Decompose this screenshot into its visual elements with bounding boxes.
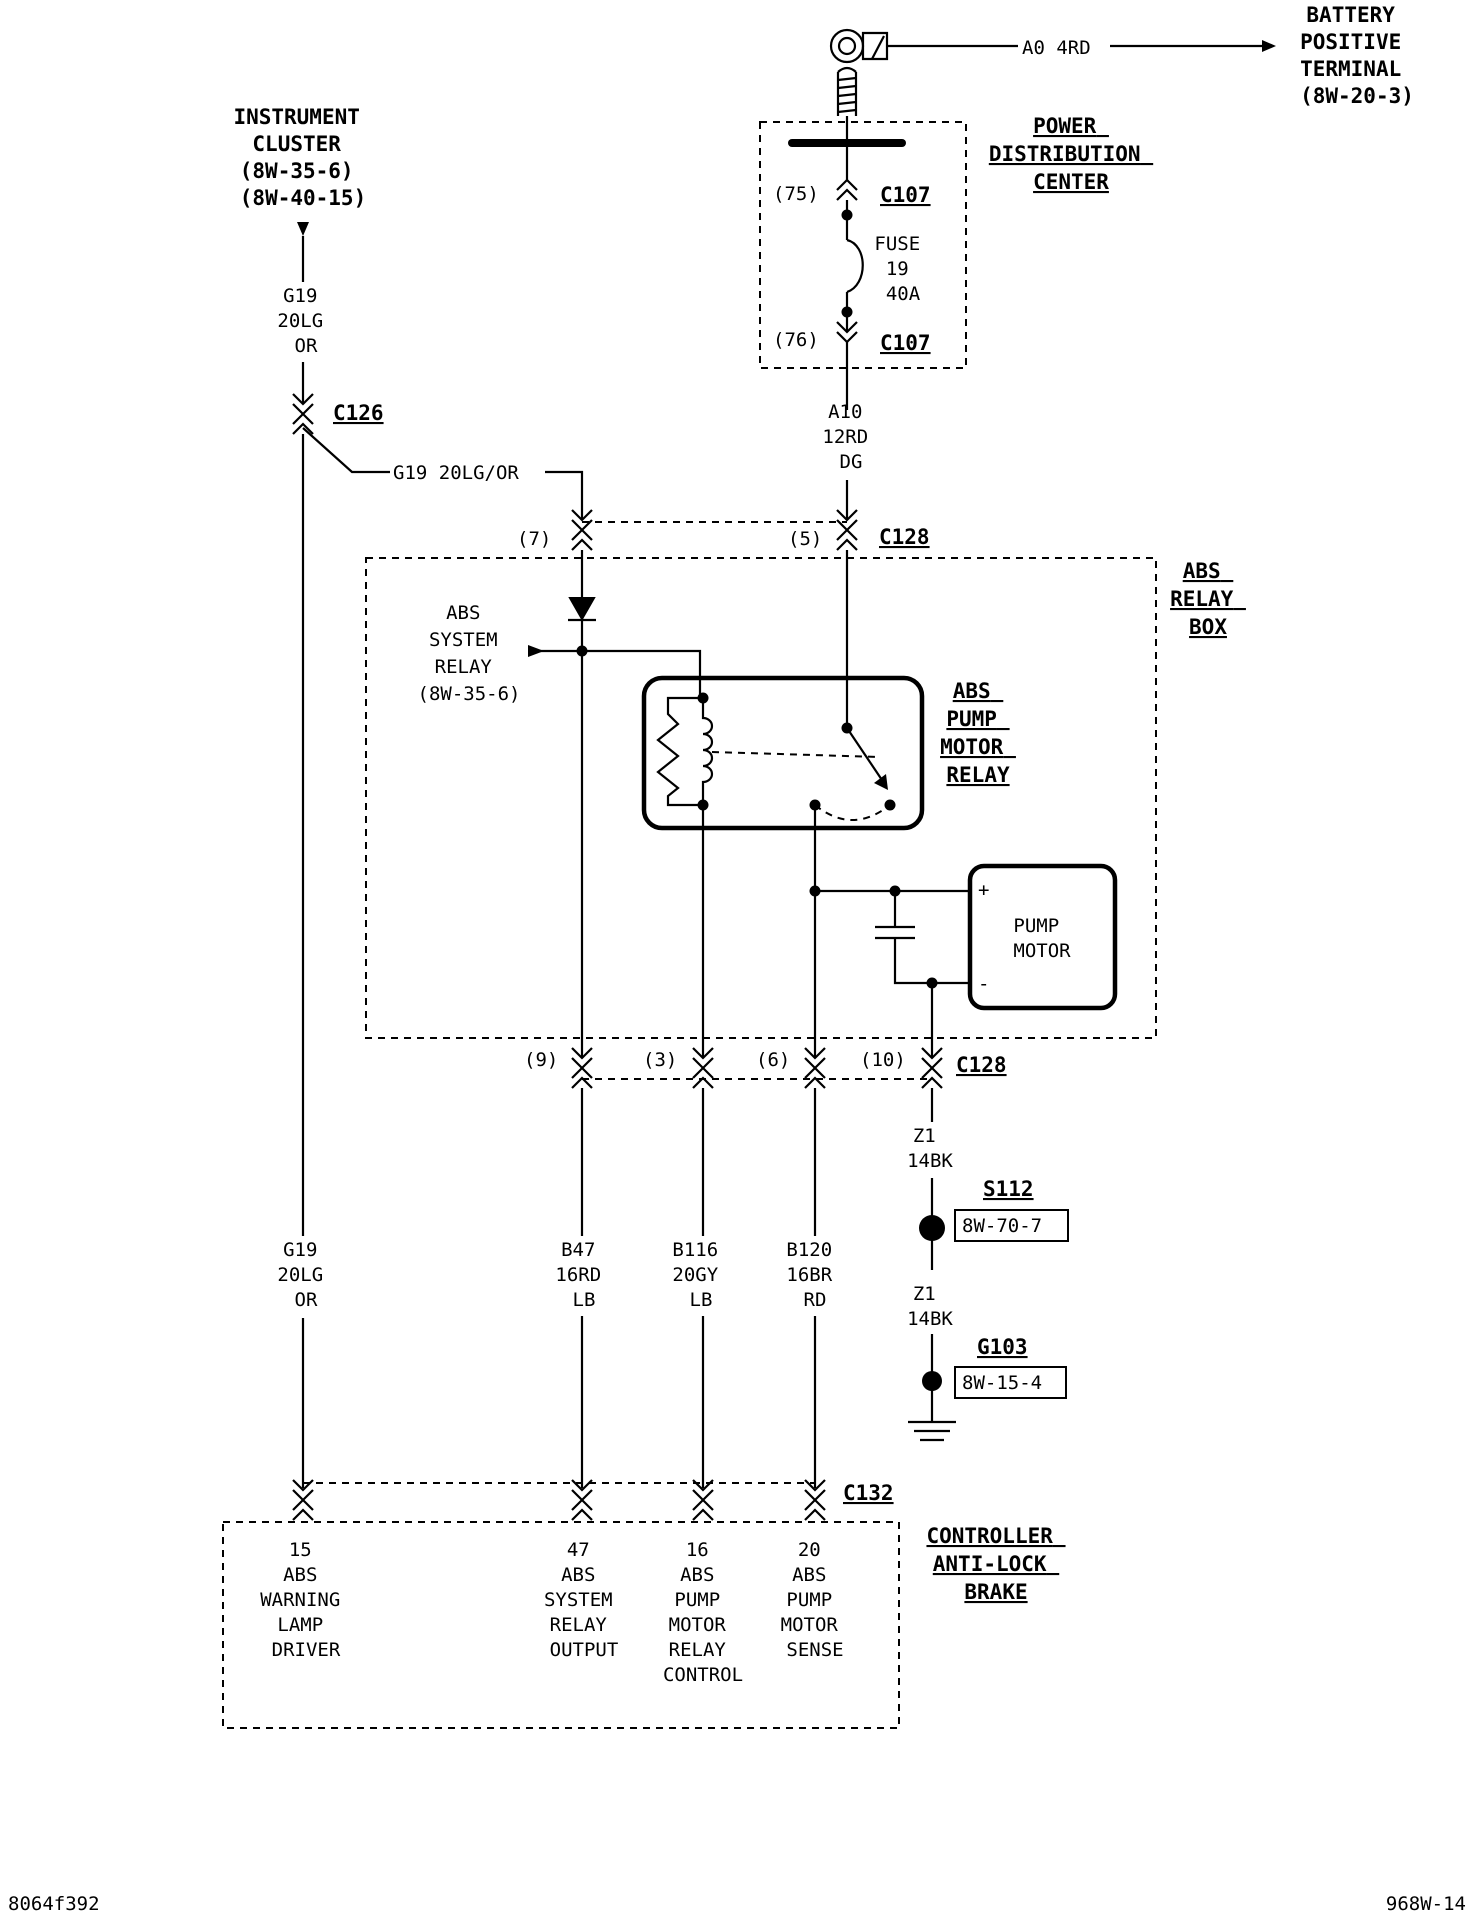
wire-a0-label: A0 4RD (1022, 37, 1091, 59)
c128-pin-3: (3) (643, 1049, 677, 1071)
splice-s112-dot (919, 1215, 945, 1241)
wire-g19-top-label: G19 20LG OR (277, 285, 334, 357)
c128-bottom-label: C128 (956, 1053, 1007, 1077)
controller-box (222, 1521, 900, 1729)
controller-pin-20: 20 ABS PUMP MOTOR SENSE (781, 1539, 850, 1661)
pdc-pin-75: (75) (773, 183, 819, 205)
pdc-box (759, 121, 967, 369)
battery-stud (836, 66, 858, 143)
abs-pump-motor-relay (641, 675, 925, 831)
footer-left-code: 8064f392 (8, 1893, 100, 1915)
controller-pin-15: 15 ABS WARNING LAMP DRIVER (260, 1539, 352, 1661)
battery-terminal-label: BATTERY POSITIVE TERMINAL (8W-20-3) (1300, 3, 1414, 108)
wire-g19-branch-label: G19 20LG/OR (393, 462, 519, 484)
pump-motor-minus: - (978, 973, 989, 995)
relay-resistor-symbol (656, 696, 700, 807)
fuse-19-symbol (846, 238, 864, 294)
ground-g103-dot (922, 1371, 942, 1391)
battery-ring-terminal (829, 28, 889, 64)
pump-motor-label: PUMP MOTOR (1013, 915, 1071, 962)
wire-a10-label: A10 12RD DG (822, 401, 879, 473)
abs-relay-box-label: ABS RELAY BOX (1170, 559, 1246, 639)
relay-coil-symbol (701, 703, 714, 800)
instrument-cluster-label: INSTRUMENT CLUSTER (8W-35-6) (8W-40-15) (233, 105, 372, 210)
wire-z1-lower-label: Z1 14BK (907, 1283, 953, 1330)
controller-label: CONTROLLER ANTI-LOCK BRAKE (926, 1524, 1065, 1604)
pdc-label: POWER DISTRIBUTION CENTER (989, 114, 1153, 194)
controller-pin-16: 16 ABS PUMP MOTOR RELAY CONTROL (663, 1539, 743, 1686)
pdc-pin-76: (76) (773, 329, 819, 351)
ground-g103-ref-box (954, 1366, 1067, 1399)
splice-s112-ref-box (954, 1209, 1069, 1242)
diode-symbol (568, 597, 596, 622)
wire-z1-upper-label: Z1 14BK (907, 1125, 953, 1172)
c128-pin-9: (9) (524, 1049, 558, 1071)
c128-pin-6: (6) (756, 1049, 790, 1071)
pump-motor (967, 863, 1118, 1011)
controller-pin-47: 47 ABS SYSTEM RELAY OUTPUT (544, 1539, 624, 1661)
c128-pin-7: (7) (517, 528, 551, 550)
ground-g103-ref: 8W-15-4 (962, 1372, 1042, 1394)
c107-top-label: C107 (880, 183, 931, 207)
pump-motor-plus: + (978, 879, 989, 901)
abs-relay-box (365, 557, 1157, 1039)
footer-right-code: 968W-14 (1386, 1893, 1466, 1915)
fuse-19-label: FUSE 19 40A (874, 233, 931, 305)
ground-g103-label: G103 (977, 1335, 1028, 1359)
wire-b120-label: B120 16BR RD (786, 1239, 843, 1311)
c126-label: C126 (333, 401, 384, 425)
c128-top-label: C128 (879, 525, 930, 549)
splice-s112-ref: 8W-70-7 (962, 1215, 1042, 1237)
c132-label: C132 (843, 1481, 894, 1505)
wire-b47-label: B47 16RD LB (555, 1239, 612, 1311)
abs-pump-motor-relay-label: ABS PUMP MOTOR RELAY (940, 679, 1016, 787)
wire-b116-label: B116 20GY LB (672, 1239, 729, 1311)
splice-s112-label: S112 (983, 1177, 1034, 1201)
c128-pin-10: (10) (860, 1049, 906, 1071)
wire-g19-bottom-label-overlay: G19 20LG OR (277, 1239, 334, 1311)
c128-pin-5: (5) (788, 528, 822, 550)
abs-system-relay-label: ABS SYSTEM RELAY (8W-35-6) (418, 602, 521, 705)
ground-symbol (908, 1420, 956, 1442)
c107-bottom-label: C107 (880, 331, 931, 355)
